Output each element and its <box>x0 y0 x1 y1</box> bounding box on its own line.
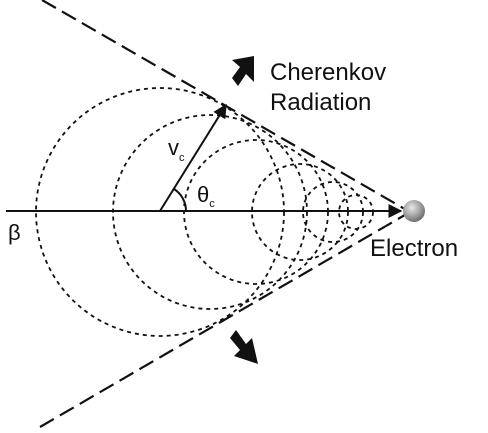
electron-label: Electron <box>370 235 458 262</box>
cherenkov-label-line2: Radiation <box>270 89 371 116</box>
beta-label: β <box>8 220 21 245</box>
angle-symbol: θ <box>197 182 209 207</box>
angle-arc <box>173 188 188 212</box>
angle-subscript: c <box>209 198 215 210</box>
cone-lower-edge <box>39 211 411 428</box>
angle-label: θc <box>197 182 215 210</box>
velocity-vector <box>159 103 227 212</box>
velocity-label: vc <box>168 135 185 164</box>
cherenkov-label-line1: Cherenkov <box>270 59 386 86</box>
velocity-subscript: c <box>179 152 185 164</box>
velocity-symbol: v <box>168 135 179 160</box>
electron-icon <box>403 200 425 222</box>
emission-arrow-upper-icon <box>232 56 254 86</box>
emission-arrow-lower-icon <box>230 330 258 364</box>
